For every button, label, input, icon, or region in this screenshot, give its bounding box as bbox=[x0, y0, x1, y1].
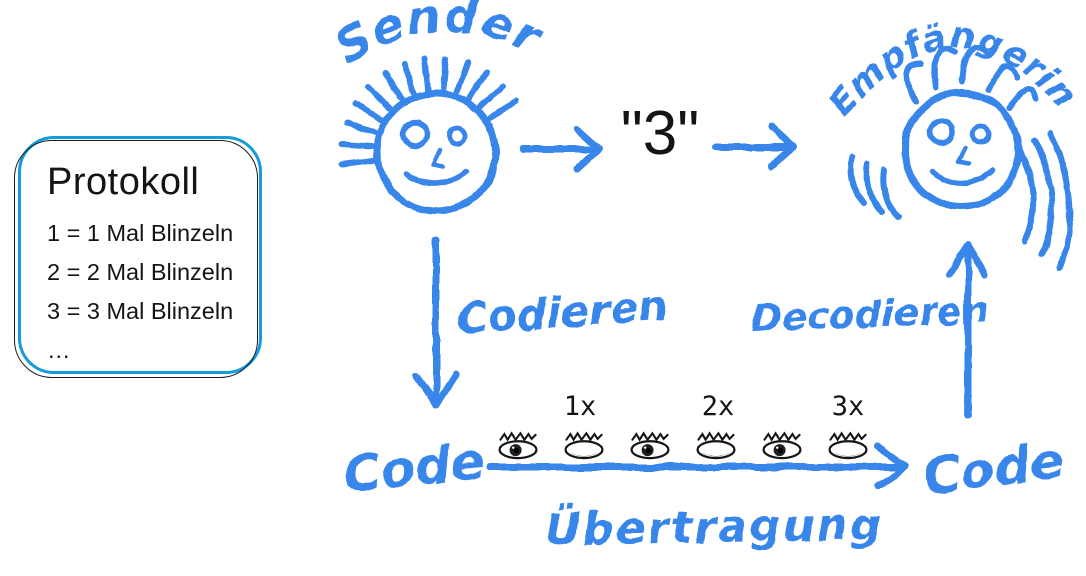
sender-label: Sender bbox=[326, 0, 550, 74]
sender-left-eye bbox=[400, 119, 430, 149]
sender-hair-spikes bbox=[339, 55, 519, 168]
arrow-sender-to-message bbox=[520, 125, 603, 173]
svg-text:Sender: Sender bbox=[326, 0, 552, 74]
transmission-label: Übertragung bbox=[544, 497, 884, 556]
arrow-message-to-receiver bbox=[712, 123, 797, 171]
receiver-right-eye bbox=[970, 124, 992, 146]
encode-label: Codieren bbox=[455, 280, 670, 344]
receiver-label: Empfängerin bbox=[822, 16, 1084, 124]
receiver-left-eye bbox=[927, 118, 955, 146]
receiver-left-hair-waves bbox=[847, 154, 901, 219]
closed-eye-icon bbox=[564, 432, 604, 460]
arrow-decode-up bbox=[945, 240, 989, 419]
receiver-nose bbox=[956, 145, 972, 166]
arrow-transmission bbox=[486, 443, 910, 491]
crayon-sketch-group: Sender Empfängerin Codieren Decodieren C… bbox=[326, 0, 1085, 556]
blink-count-2x: 2x bbox=[701, 391, 735, 422]
blink-count-3x: 3x bbox=[831, 391, 865, 422]
closed-eye-icon bbox=[828, 432, 868, 460]
open-eye-icon bbox=[762, 432, 802, 460]
receiver-face bbox=[847, 43, 1073, 271]
closed-eye-icon bbox=[696, 432, 736, 460]
protocol-entry-3: 3 = 3 Mal Blinzeln bbox=[47, 298, 234, 324]
message-text: "3" bbox=[620, 99, 700, 168]
protocol-entry-1: 1 = 1 Mal Blinzeln bbox=[47, 220, 234, 246]
receiver-smile bbox=[929, 167, 995, 186]
protocol-title: Protokoll bbox=[47, 161, 200, 203]
sender-nose bbox=[431, 147, 447, 169]
receiver-curls bbox=[904, 43, 1039, 110]
sender-head bbox=[373, 89, 499, 215]
protocol-entry-2: 2 = 2 Mal Blinzeln bbox=[47, 259, 234, 285]
decode-label: Decodieren bbox=[751, 289, 989, 340]
protocol-entry-ellipsis: … bbox=[47, 337, 71, 363]
sender-smile bbox=[403, 169, 469, 188]
open-eye-icon bbox=[498, 432, 538, 460]
code-left-label: Code bbox=[341, 432, 487, 504]
arrow-encode-down bbox=[412, 236, 460, 409]
open-eye-icon bbox=[630, 432, 670, 460]
svg-text:Empfängerin: Empfängerin bbox=[822, 16, 1085, 124]
code-right-label: Code bbox=[920, 431, 1067, 506]
protocol-entries: 1 = 1 Mal Blinzeln 2 = 2 Mal Blinzeln 3 … bbox=[47, 214, 259, 370]
protocol-box: Protokoll 1 = 1 Mal Blinzeln 2 = 2 Mal B… bbox=[18, 136, 262, 374]
blink-count-1x: 1x bbox=[563, 391, 597, 422]
receiver-head bbox=[901, 89, 1023, 211]
sender-right-eye bbox=[446, 125, 468, 147]
sender-face bbox=[339, 55, 519, 215]
receiver-right-hair-waves bbox=[1015, 131, 1073, 271]
blink-eyes-row bbox=[494, 428, 872, 461]
